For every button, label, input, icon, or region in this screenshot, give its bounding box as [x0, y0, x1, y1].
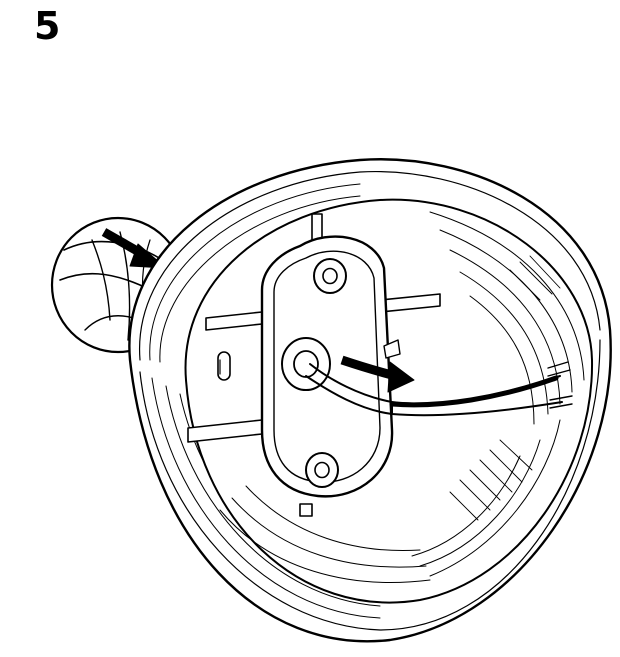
step-number: 5: [34, 4, 61, 48]
cable-clip: [383, 339, 401, 359]
power-cable: [305, 361, 573, 417]
mounting-bracket: [187, 213, 441, 517]
screw-top: [313, 258, 347, 294]
screw-bottom: [305, 452, 339, 488]
arrow-icon: [340, 355, 415, 393]
cable-entry-hole: [281, 337, 331, 391]
